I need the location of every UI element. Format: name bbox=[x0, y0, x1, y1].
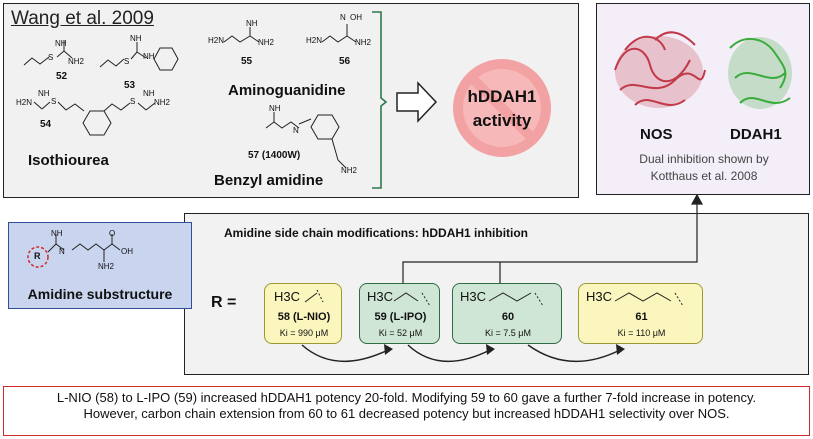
nos-label: NOS bbox=[640, 126, 673, 143]
atom-label: N bbox=[293, 126, 299, 135]
amidine-substructure-panel bbox=[8, 222, 192, 309]
r-equals-label: R = bbox=[211, 294, 237, 311]
compound-54: 54 bbox=[40, 119, 52, 130]
caption-line1: Dual inhibition shown by bbox=[639, 152, 769, 166]
green-bracket bbox=[372, 11, 388, 189]
compound-58-label: 58 (L-NIO) bbox=[277, 311, 331, 323]
compound-57: 57 (1400W) bbox=[248, 150, 301, 161]
compound-59-label: 59 (L-IPO) bbox=[374, 311, 427, 323]
ki-60: Ki = 7.5 μM bbox=[485, 328, 531, 338]
atom-label: NH bbox=[55, 39, 67, 48]
atom-label: NH2 bbox=[154, 98, 171, 107]
ki-58: Ki = 990 μM bbox=[279, 328, 329, 338]
atom-label: NH bbox=[130, 34, 142, 43]
summary-line2: However, carbon chain extension from 60 … bbox=[83, 406, 730, 421]
category-aminoguanidine: Aminoguanidine bbox=[228, 82, 346, 99]
atom-label: N bbox=[59, 247, 65, 256]
atom-label: S bbox=[130, 97, 136, 106]
atom-label: NH bbox=[269, 104, 281, 113]
amidine-structure bbox=[27, 234, 121, 268]
target-activity: activity bbox=[472, 111, 532, 130]
substituent-box-60: H3C 60 Ki = 7.5 μM bbox=[452, 283, 562, 344]
atom-label: S bbox=[48, 53, 54, 62]
nos-protein-image bbox=[614, 31, 706, 108]
mid-panel-title: Amidine side chain modifications: hDDAH1… bbox=[224, 226, 529, 240]
atom-label: H2N bbox=[208, 36, 225, 45]
methyl-group-label: H3C bbox=[274, 289, 301, 304]
atom-label: NH2 bbox=[355, 38, 372, 47]
atom-label: NH bbox=[246, 19, 258, 28]
compound-56: 56 bbox=[339, 56, 351, 67]
atom-label: NH2 bbox=[341, 166, 358, 175]
compound-55: 55 bbox=[241, 56, 253, 67]
atom-label: NH bbox=[38, 89, 50, 98]
category-benzyl-amidine: Benzyl amidine bbox=[214, 172, 324, 189]
target-hddah1: hDDAH1 bbox=[467, 87, 537, 106]
ddah1-label: DDAH1 bbox=[730, 126, 782, 143]
atom-label: O bbox=[109, 229, 116, 238]
ki-61: Ki = 110 μM bbox=[617, 328, 666, 338]
atom-label: NH2 bbox=[68, 57, 85, 66]
ki-59: Ki = 52 μM bbox=[378, 328, 423, 338]
substituent-box-61: H3C 61 Ki = 110 μM bbox=[578, 283, 703, 344]
top-panel-structures bbox=[23, 11, 551, 189]
compound-52: 52 bbox=[56, 71, 68, 82]
atom-label: NH bbox=[51, 229, 63, 238]
summary-box: L-NIO (58) to L-IPO (59) increased hDDAH… bbox=[3, 386, 810, 436]
atom-label: NH bbox=[143, 89, 155, 98]
substituent-box-58: H3C 58 (L-NIO) Ki = 990 μM bbox=[264, 283, 342, 344]
atom-label: S bbox=[124, 57, 130, 66]
citation-wang-2009: Wang et al. 2009 bbox=[11, 8, 154, 29]
summary-line1: L-NIO (58) to L-IPO (59) increased hDDAH… bbox=[56, 390, 757, 405]
compound-53: 53 bbox=[124, 80, 136, 91]
atom-label: H2N bbox=[16, 98, 33, 107]
compound-60-label: 60 bbox=[501, 311, 515, 323]
atom-label: NH2 bbox=[98, 262, 115, 271]
atom-label: NH bbox=[143, 52, 155, 61]
caption-line2: Kotthaus et al. 2008 bbox=[650, 169, 758, 183]
amidine-substructure-label: Amidine substructure bbox=[27, 286, 173, 302]
compound-61-label: 61 bbox=[635, 311, 648, 323]
methyl-group-label: H3C bbox=[367, 289, 394, 304]
right-panel bbox=[596, 3, 810, 195]
hollow-arrow bbox=[396, 81, 438, 123]
category-isothiourea: Isothiourea bbox=[28, 152, 109, 169]
atom-label: OH bbox=[121, 247, 133, 256]
methyl-group-label: H3C bbox=[586, 289, 613, 304]
ddah1-protein-image bbox=[728, 37, 792, 109]
r-group-label: R bbox=[34, 251, 41, 261]
atom-label: H2N bbox=[306, 36, 323, 45]
atom-label: N bbox=[340, 13, 346, 22]
atom-label: OH bbox=[350, 13, 362, 22]
atom-label: NH2 bbox=[258, 38, 275, 47]
substituent-box-59: H3C 59 (L-IPO) Ki = 52 μM bbox=[359, 283, 440, 344]
atom-label: S bbox=[51, 97, 57, 106]
methyl-group-label: H3C bbox=[460, 289, 487, 304]
